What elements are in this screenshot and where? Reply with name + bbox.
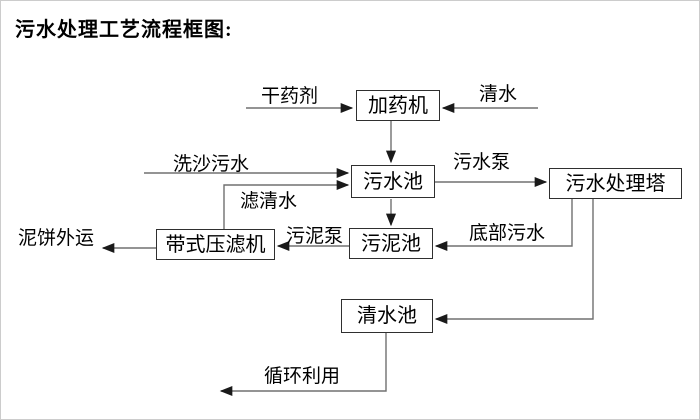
edge-treatment-tower-to-sludge-pool [434,199,573,252]
page-title: 污水处理工艺流程框图: [15,19,233,41]
flow-label-dry-agent: 干药剂 [261,86,319,107]
edge-treatment-tower-to-clear-water-pool [434,199,594,325]
flow-label-clear-water: 清水 [479,84,518,105]
node-belt-filter-press: 带式压滤机 [156,229,275,260]
flow-label-sewage-pump: 污水泵 [453,152,511,173]
flow-label-mud-cake-out: 泥饼外运 [18,228,95,249]
edge-filtered-water-to-sewage-pool [223,179,350,229]
flow-label-bottom-sewage: 底部污水 [469,223,546,244]
node-clear-water-pool: 清水池 [341,299,433,333]
flow-label-sand-washing-sewage: 洗沙污水 [173,154,250,175]
node-sludge-pool: 污泥池 [349,228,433,259]
flow-label-sludge-pump: 污泥泵 [286,226,344,247]
node-treatment-tower: 污水处理塔 [549,168,682,199]
edge-clear-water-pool-to-recycling [219,333,387,397]
flow-label-filtered-water: 滤清水 [240,191,298,212]
node-dosing-machine: 加药机 [356,90,440,121]
flow-label-recycling: 循环利用 [264,366,341,387]
node-sewage-pool: 污水池 [351,165,435,198]
